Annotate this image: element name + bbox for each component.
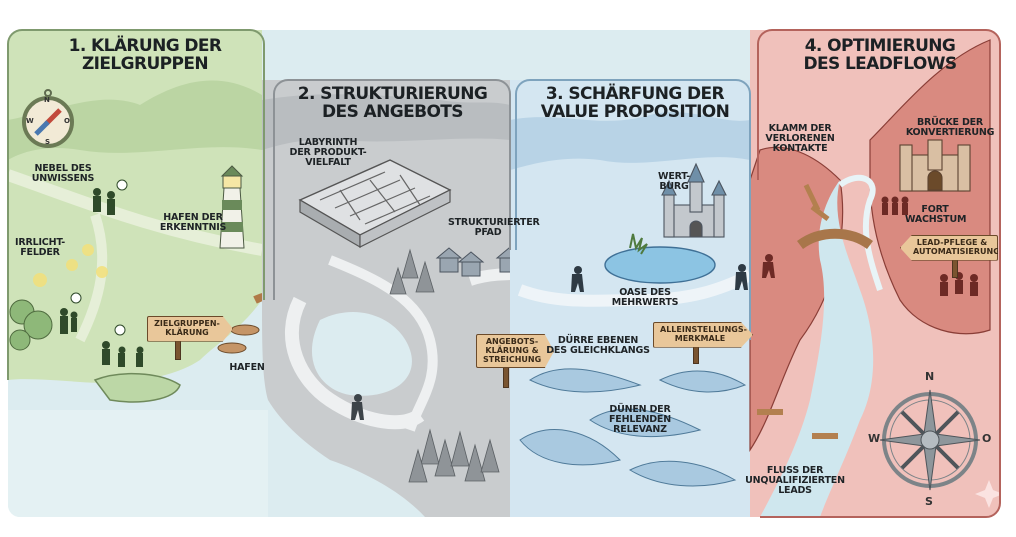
sign-zielgruppen-klaerung: ZIELGRUPPEN- KLÄRUNG xyxy=(147,316,233,342)
stage-3-title: 3. SCHÄRFUNG DER VALUE PROPOSITION xyxy=(540,84,730,122)
stage-4-title: 4. OPTIMIERUNG DES LEADFLOWS xyxy=(803,36,957,74)
compass-s: S xyxy=(925,495,933,508)
compass-small-n: N xyxy=(44,96,50,104)
label-hafen-der-erkenntnis: HAFEN DER ERKENNTNIS xyxy=(159,212,227,233)
label-fort-wachstum: FORT WACHSTUM xyxy=(905,204,967,225)
sign-angebots-klaerung: ANGEBOTS- KLÄRUNG & STREICHUNG xyxy=(476,334,554,369)
label-wert-burg: WERT- BURG xyxy=(658,171,690,192)
label-duenen-der-fehlenden-relevanz: DÜNEN DER FEHLENDEN RELEVANZ xyxy=(609,404,671,435)
label-hafen: HAFEN xyxy=(229,362,265,373)
label-duerre-ebenen: DÜRRE EBENEN DES GLEICHKLANGS xyxy=(546,335,650,356)
compass-small-o: O xyxy=(64,117,70,125)
label-klamm: KLAMM DER VERLORENEN KONTAKTE xyxy=(765,123,835,154)
label-nebel-des-unwissens: NEBEL DES UNWISSENS xyxy=(31,163,95,184)
label-strukturierter-pfad: STRUKTURIERTER PFAD xyxy=(448,217,540,238)
label-irrlicht-felder: IRRLICHT- FELDER xyxy=(15,237,65,258)
label-labyrinth: LABYRINTH DER PRODUKT- VIELFALT xyxy=(289,137,367,168)
sign-lead-pflege: LEAD-PFLEGE & AUTOMATISIERUNG xyxy=(900,235,998,261)
label-bruecke-der-konvertierung: BRÜCKE DER KONVERTIERUNG xyxy=(905,117,995,138)
stage-2-title: 2. STRUKTURIERUNG DES ANGEBOTS xyxy=(297,84,488,122)
signpost-pole xyxy=(952,258,958,278)
label-oase-des-mehrwerts: OASE DES MEHRWERTS xyxy=(611,287,679,308)
compass-o: O xyxy=(982,432,992,445)
compass-n: N xyxy=(925,370,935,383)
label-fluss-der-unqualifizierten-leads: FLUSS DER UNQUALIFIZIERTEN LEADS xyxy=(745,465,845,496)
stage-1-title: 1. KLÄRUNG DER ZIELGRUPPEN xyxy=(68,36,222,74)
compass-small-s: S xyxy=(45,138,51,146)
compass-small-w: W xyxy=(26,117,34,125)
compass-w: W xyxy=(868,432,881,445)
sign-alleinstellungsmerkmale: ALLEINSTELLUNGS- MERKMALE xyxy=(653,322,753,348)
